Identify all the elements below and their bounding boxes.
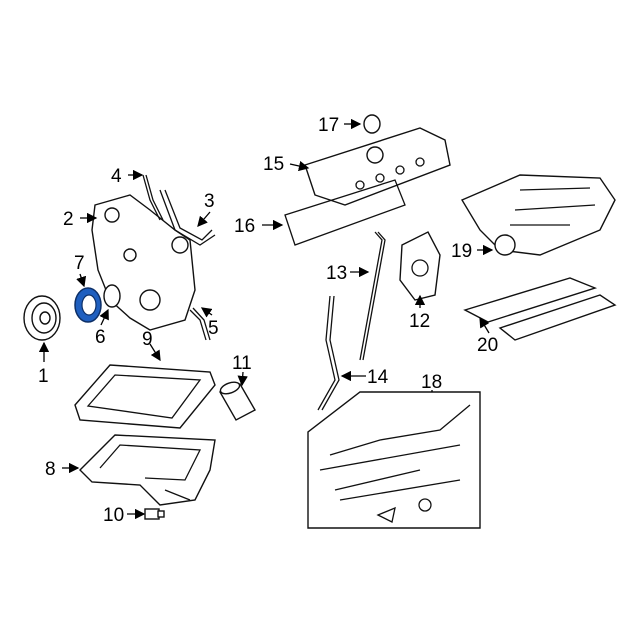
intake-manifold[interactable]	[460, 174, 616, 256]
callout-17[interactable]: 17	[318, 115, 339, 136]
oil-filler-cap[interactable]	[363, 114, 381, 134]
callout-1[interactable]: 1	[38, 366, 49, 387]
callout-13[interactable]: 13	[326, 263, 347, 284]
callout-2[interactable]: 2	[63, 209, 74, 230]
callout-10[interactable]: 10	[103, 505, 124, 526]
callout-9[interactable]: 9	[142, 329, 153, 350]
callout-20[interactable]: 20	[477, 335, 498, 356]
valve-cover-gasket[interactable]	[284, 179, 406, 246]
oil-filter[interactable]	[218, 380, 256, 421]
callout-3[interactable]: 3	[204, 191, 215, 212]
callout-12[interactable]: 12	[409, 311, 430, 332]
intake-manifold-gasket[interactable]	[463, 277, 617, 341]
timing-cover-seal-ring[interactable]	[103, 284, 121, 308]
crankshaft-pulley[interactable]	[23, 295, 61, 341]
front-crankshaft-seal[interactable]	[74, 287, 102, 323]
water-pump-gasket[interactable]	[142, 174, 164, 221]
oil-drain-plug[interactable]	[144, 508, 165, 520]
callout-8[interactable]: 8	[45, 459, 56, 480]
callout-5[interactable]: 5	[208, 318, 219, 339]
callout-11[interactable]: 11	[232, 353, 252, 374]
valve-cover[interactable]	[304, 127, 451, 206]
leader-lines	[38, 118, 494, 520]
callout-4[interactable]: 4	[111, 166, 122, 187]
dipstick-tube[interactable]	[317, 295, 340, 411]
callout-18[interactable]: 18	[421, 372, 442, 393]
callout-14[interactable]: 14	[367, 367, 389, 388]
oil-pump-gasket[interactable]	[189, 307, 211, 341]
callout-15[interactable]: 15	[263, 154, 284, 175]
callout-labels: 1 2 3 4 5 6 7 8 9 10 11 12 13 14 15 16 1…	[38, 115, 498, 526]
callout-6[interactable]: 6	[95, 327, 106, 348]
callout-16[interactable]: 16	[234, 216, 255, 237]
oil-pan[interactable]	[79, 434, 216, 506]
gasket-kit-box[interactable]	[307, 391, 481, 529]
oil-pump[interactable]	[399, 231, 441, 301]
timing-cover-gasket[interactable]	[159, 189, 216, 246]
callout-7[interactable]: 7	[74, 253, 85, 274]
oil-dipstick[interactable]	[359, 231, 386, 361]
callout-19[interactable]: 19	[451, 241, 472, 262]
